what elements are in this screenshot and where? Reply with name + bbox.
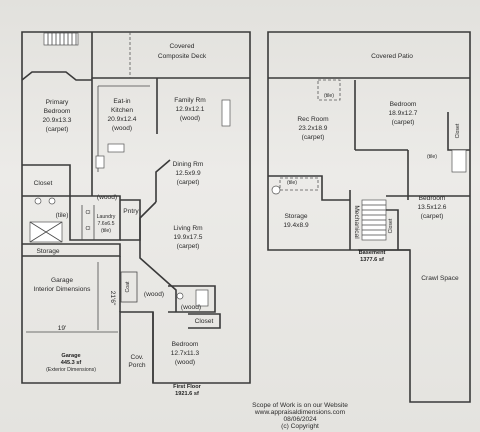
basement-bath-tile-label: (tile) [427,154,437,160]
bedroom-dims: 12.7x11.3 [171,350,200,357]
garage-label: Garage [51,277,73,284]
bath-tile-label: (tile) [56,212,69,219]
first-floor-title: First Floor [173,384,201,390]
pantry-label: Pntry [123,208,139,215]
crawl-space-label: Crawl Space [421,275,459,282]
closet-label: Closet [34,180,53,187]
first-floor-plan [21,31,251,384]
basement-storage-label: Storage [284,213,307,220]
basement-closet-a-label: Closet [455,123,461,138]
garage-depth-dim: 21'6" [109,291,116,306]
bedroom-closet-label: Closet [195,318,214,325]
family-room-dims: 12.9x12.1 [176,106,205,113]
garage-interior-label: Interior Dimensions [34,286,92,293]
basement-tile-top-label: (tile) [324,93,334,99]
porch-label: Cov. [130,354,143,361]
storage-label: Storage [36,248,59,255]
basement-storage-dims: 19.4x8.9 [283,222,309,229]
laundry-label: Laundry [97,214,116,220]
footer-copyright: (c) Copyright [281,423,319,430]
garage-area-label: Garage [61,353,80,359]
covered-deck-label-2: Composite Deck [158,53,207,60]
dining-room-floor: (carpet) [177,179,200,186]
rec-room-label: Rec Room [297,116,329,123]
laundry-floor: (tile) [101,228,111,234]
footer-website: www.appraisaldimensions.com [254,409,346,416]
family-room-floor: (wood) [180,115,200,122]
kitchen-floor: (wood) [112,125,132,132]
covered-patio-label: Covered Patio [371,53,413,60]
bedroom-floor: (wood) [175,359,195,366]
primary-bedroom-label: Primary [46,99,69,106]
living-room-label: Living Rm [173,225,203,232]
basement-bedroom2-dims: 13.5x12.6 [418,204,447,211]
family-room-label: Family Rm [174,97,206,104]
footer-date: 08/06/2024 [283,416,316,423]
bath-floor-label: (wood) [181,304,201,311]
covered-deck-label-1: Covered [170,43,195,50]
basement-outline [267,31,471,403]
first-floor-sf: 1921.6 sf [175,391,199,397]
garage-area-note: (Exterior Dimensions) [46,367,96,373]
footer-scope-text: Scope of Work is on our Website [252,402,348,409]
primary-bedroom-floor: (carpet) [46,126,69,133]
laundry-dims: 7.6x6.5 [97,221,114,227]
bedroom-label: Bedroom [172,341,199,348]
basement-sf: 1377.6 sf [360,257,384,263]
basement-closet-b-label: Closet [388,218,394,233]
living-room-dims: 19.9x17.5 [174,234,203,241]
deck-stairs [43,32,79,46]
basement-plan [267,31,471,403]
kitchen-label-2: Kitchen [111,107,133,114]
dining-room-label: Dining Rm [173,161,204,168]
garage-area-sf: 445.3 sf [61,360,82,366]
rec-room-dims: 23.2x18.9 [299,125,328,132]
living-room-floor: (carpet) [177,243,200,250]
garage-width-dim: 19' [58,325,67,332]
kitchen-label: Eat-in [113,98,131,105]
closet-cl1-label: Cl [86,210,91,216]
porch-label-2: Porch [128,362,146,369]
fireplace-icon [221,99,231,127]
basement-bedroom2-label: Bedroom [419,195,446,202]
hall-floor-label: (wood) [97,194,117,201]
coat-closet-label: Coat [125,281,131,293]
foyer-floor-label: (wood) [144,291,164,298]
closet-cl2-label: Cl [86,226,91,232]
primary-bedroom-label-2: Bedroom [44,108,71,115]
basement-bedroom1-label: Bedroom [390,101,417,108]
rec-room-floor: (carpet) [302,134,325,141]
dining-room-dims: 12.5x9.9 [175,170,201,177]
basement-title: Basement [359,250,386,256]
basement-tile-left-label: (tile) [287,180,297,186]
basement-bedroom2-floor: (carpet) [421,213,444,220]
basement-bedroom1-floor: (carpet) [392,119,415,126]
basement-bedroom1-dims: 18.9x12.7 [389,110,418,117]
kitchen-dims: 20.9x12.4 [108,116,137,123]
primary-bedroom-dims: 20.9x13.3 [43,117,72,124]
mechanical-label: Mechanical [353,205,360,239]
